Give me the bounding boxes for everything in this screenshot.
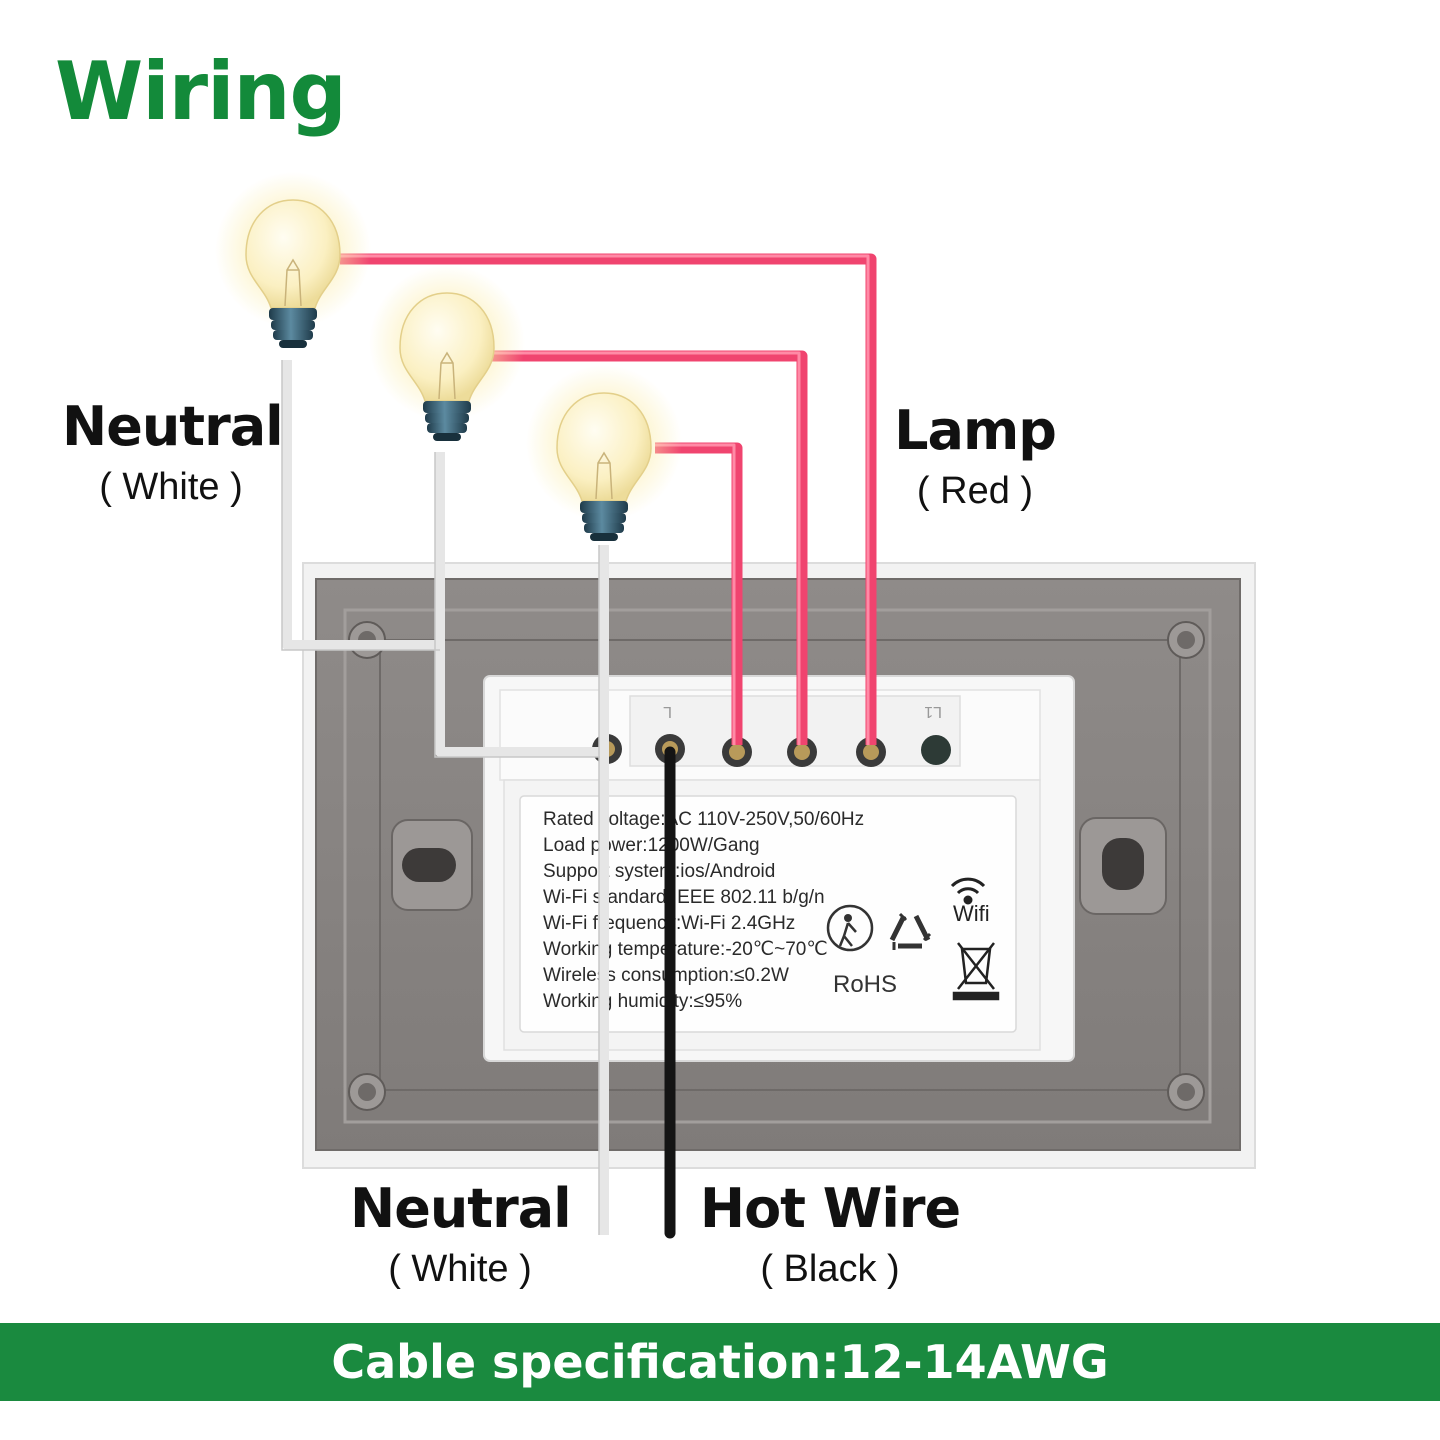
bulb-icon — [525, 364, 683, 542]
label-neutral-bottom: Neutral ( White ) — [350, 1177, 572, 1290]
wifi-label: Wifi — [953, 901, 990, 926]
weee-bin-icon — [952, 942, 1000, 1001]
label-main: Lamp — [894, 399, 1057, 462]
terminal-label-l: L — [663, 703, 672, 720]
recycle-icon — [889, 912, 932, 950]
terminal-label-l1: L1 — [924, 703, 942, 720]
switch-module: L L1 — [483, 675, 1075, 1062]
label-main: Neutral — [350, 1177, 572, 1240]
label-sub: ( White ) — [388, 1248, 532, 1290]
rohs-label: RoHS — [833, 971, 897, 998]
label-main: Neutral — [62, 395, 284, 458]
neutral-wire-edges — [281, 360, 600, 1235]
label-sub: ( White ) — [99, 466, 243, 508]
spec-line: Working temperature:-20℃~70℃ — [543, 939, 828, 960]
bulb-icon — [214, 171, 372, 349]
bulb-icon — [368, 264, 526, 442]
label-sub: ( Red ) — [916, 470, 1034, 512]
lamp-wires — [340, 253, 877, 745]
label-main: Hot Wire — [699, 1177, 961, 1240]
label-sub: ( Black ) — [760, 1248, 900, 1290]
label-neutral-top: Neutral ( White ) — [62, 395, 284, 508]
wifi-icon — [950, 877, 986, 905]
spec-line: Rated voltage:AC 110V-250V,50/60Hz — [543, 809, 864, 830]
spec-line: Load power:1200W/Gang — [543, 835, 760, 856]
spec-line: Working humidity:≤95% — [543, 991, 742, 1012]
rohs-icon — [826, 904, 874, 952]
neutral-wires — [282, 360, 609, 1235]
spec-line: Wi-Fi standard:IEEE 802.11 b/g/n — [543, 887, 825, 908]
spec-line: Support system:ios/Android — [543, 861, 775, 882]
label-hot-wire: Hot Wire ( Black ) — [690, 1177, 970, 1290]
page-title: Wiring — [55, 45, 347, 138]
label-lamp: Lamp ( Red ) — [880, 399, 1070, 512]
cable-spec-banner: Cable specification:12-14AWG — [0, 1323, 1440, 1401]
